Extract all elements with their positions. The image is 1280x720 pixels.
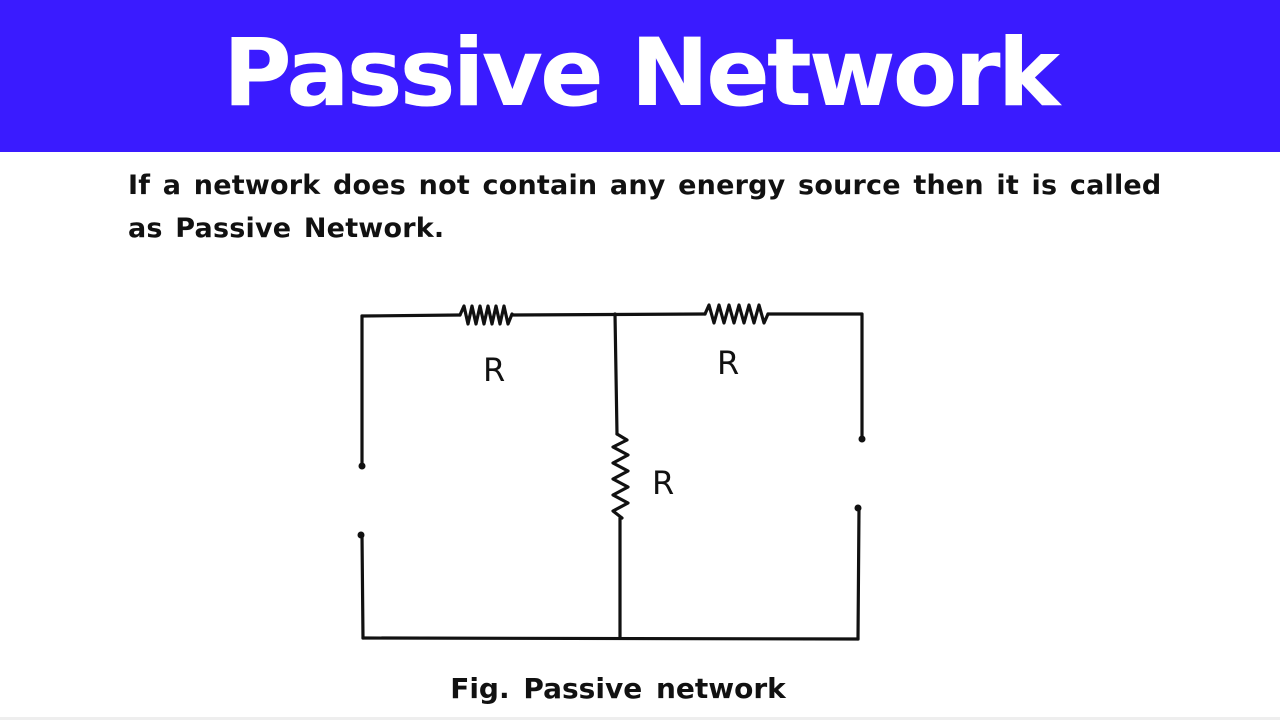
terminal-right-top (858, 435, 866, 443)
title-banner (0, 0, 1280, 152)
terminal-left-top (358, 462, 366, 470)
wire-top-right (766, 312, 864, 441)
figure-caption: Fig. Passive network (450, 672, 786, 705)
definition-text: If a network does not contain any energy… (128, 170, 1162, 244)
resistor-middle (611, 432, 630, 520)
wire-top-middle (510, 312, 707, 317)
wire-right-lower (856, 506, 861, 641)
wire-left-lower (360, 533, 365, 640)
label-r-top-left: R (483, 351, 505, 389)
label-r-middle: R (652, 464, 674, 502)
bottom-divider (0, 717, 1280, 720)
resistor-top-right (703, 303, 770, 325)
wire-bottom (361, 636, 860, 641)
wire-middle-upper (613, 312, 619, 436)
wire-top-left (360, 313, 462, 318)
resistor-top-left (458, 304, 514, 326)
label-r-top-right: R (717, 344, 739, 382)
page-title: Passive Network (222, 19, 1060, 128)
